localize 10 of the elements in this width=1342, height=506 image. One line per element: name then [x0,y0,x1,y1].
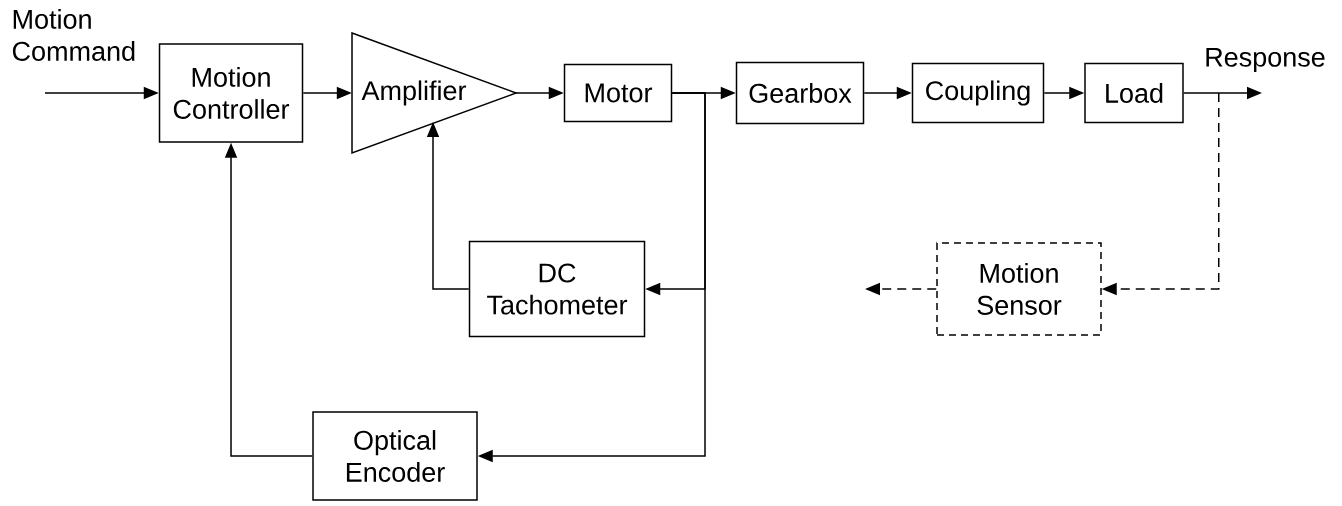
process-box: Motor [563,63,673,123]
process-box: Gearbox [735,61,865,125]
process-box: Motion Controller [158,43,304,143]
process-box: Load [1084,62,1184,124]
process-box: Optical Encoder [312,411,478,501]
edge-label: Response [1206,47,1325,73]
process-box: Coupling [911,62,1045,124]
process-box: DC Tachometer [468,240,646,338]
dashed-box: Motion Sensor [936,242,1102,336]
edge-label: Motion Command [12,9,135,61]
